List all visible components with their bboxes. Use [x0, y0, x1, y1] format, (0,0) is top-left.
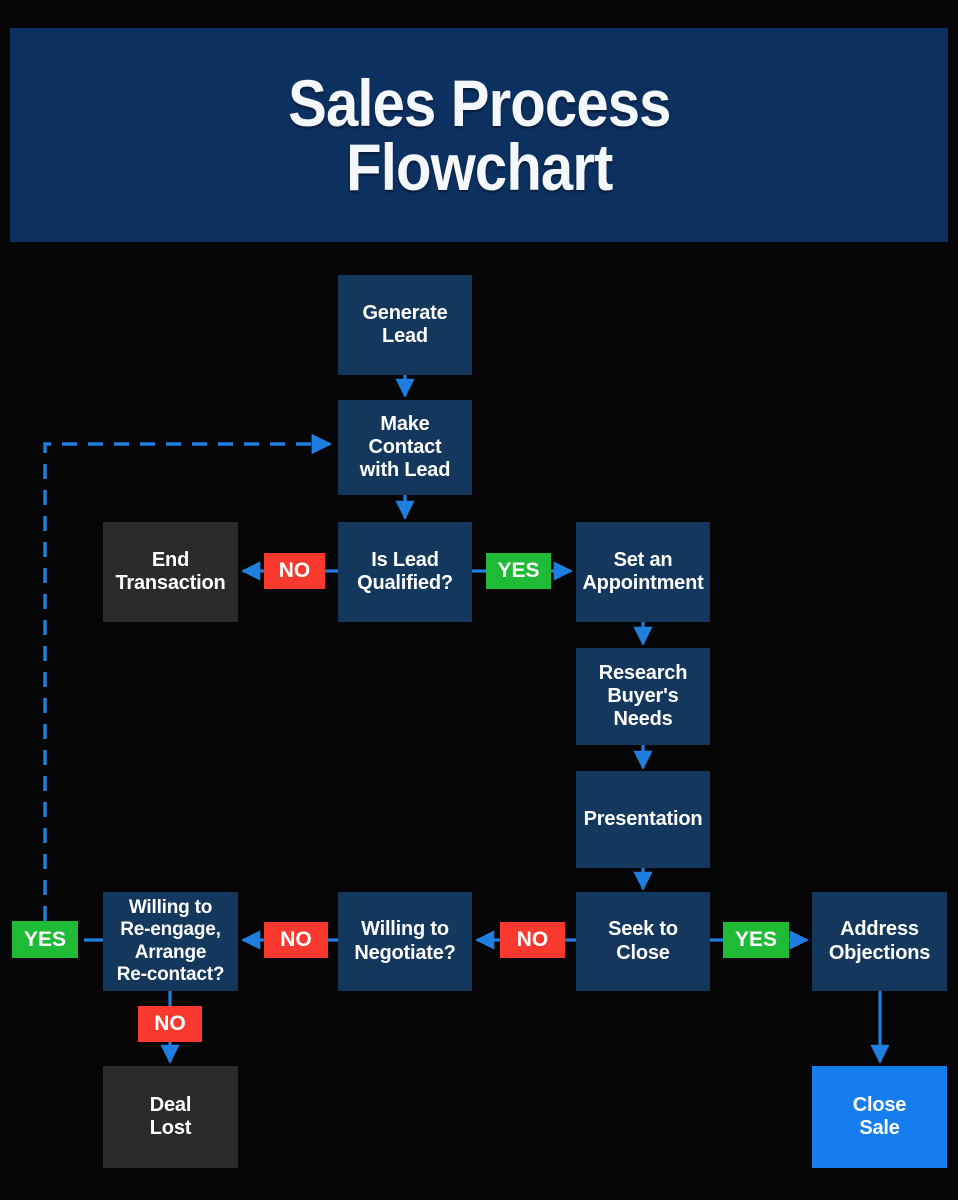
edge-label-negotiate-no[interactable]: NO: [264, 922, 328, 958]
node-generate-lead[interactable]: Generate Lead: [338, 275, 472, 375]
node-willing-to-reengage[interactable]: Willing to Re-engage, Arrange Re-contact…: [103, 892, 238, 991]
title-banner: Sales Process Flowchart: [10, 28, 948, 242]
node-address-objections[interactable]: Address Objections: [812, 892, 947, 991]
edge-label-qualified-yes[interactable]: YES: [486, 553, 551, 589]
edge-label-reengage-no[interactable]: NO: [138, 1006, 202, 1042]
node-is-lead-qualified[interactable]: Is Lead Qualified?: [338, 522, 472, 622]
node-presentation[interactable]: Presentation: [576, 771, 710, 868]
node-end-transaction[interactable]: End Transaction: [103, 522, 238, 622]
node-close-sale[interactable]: Close Sale: [812, 1066, 947, 1168]
node-seek-to-close[interactable]: Seek to Close: [576, 892, 710, 991]
edge-label-reengage-yes[interactable]: YES: [12, 921, 78, 958]
node-research-buyers-needs[interactable]: Research Buyer's Needs: [576, 648, 710, 745]
node-willing-to-negotiate[interactable]: Willing to Negotiate?: [338, 892, 472, 991]
edge-label-seek-close-yes[interactable]: YES: [723, 922, 789, 958]
edge-label-qualified-no[interactable]: NO: [264, 553, 325, 589]
edge-label-seek-close-no[interactable]: NO: [500, 922, 565, 958]
node-make-contact-with-lead[interactable]: Make Contact with Lead: [338, 400, 472, 495]
page-title: Sales Process Flowchart: [287, 65, 671, 204]
node-deal-lost[interactable]: Deal Lost: [103, 1066, 238, 1168]
edge-reengage-yes-feedback-loop: [43, 433, 333, 921]
node-set-an-appointment[interactable]: Set an Appointment: [576, 522, 710, 622]
